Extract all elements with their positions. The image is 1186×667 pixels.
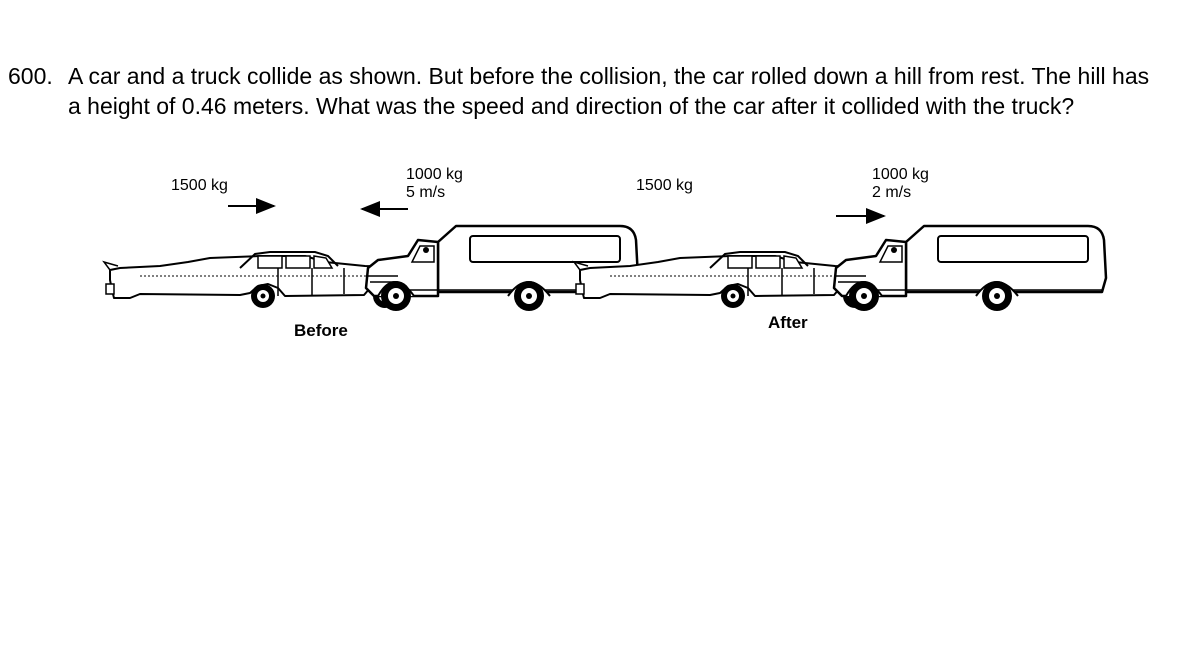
after-truck-mass: 1000 kg [872,166,929,183]
before-truck-mass: 1000 kg [406,166,463,183]
before-car-mass: 1500 kg [171,177,228,194]
after-truck-speed: 2 m/s [872,184,912,201]
before-caption: Before [294,321,348,340]
problem-number: 600. [8,63,53,89]
problem-text: A car and a truck collide as shown. But … [68,63,1150,119]
truck-icon [356,0,640,313]
before-truck-speed: 5 m/s [406,184,446,201]
after-car-mass: 1500 kg [636,177,693,194]
problem-statement: 600. A car and a truck collide as shown.… [8,61,1168,121]
truck-icon [824,0,1108,313]
after-caption: After [768,313,808,332]
